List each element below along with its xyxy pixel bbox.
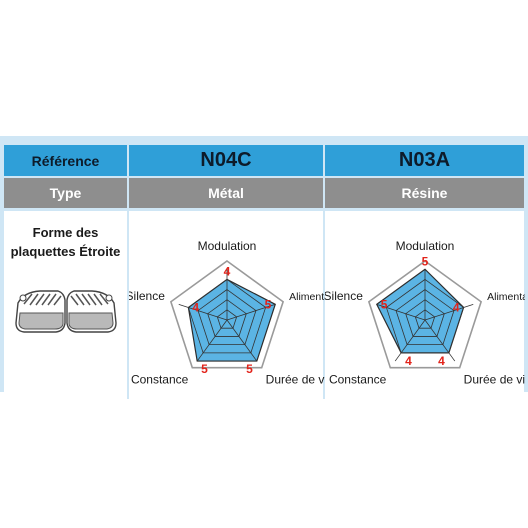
shape-title: Forme des plaquettes Étroite xyxy=(4,223,127,261)
radar-spoke xyxy=(424,319,456,362)
radar-cell-1: 4 5 5 5 4 ModulationAlimentationDurée de vie C… xyxy=(126,208,348,399)
right-brake-pad xyxy=(65,290,117,333)
radar-value-label: 4 xyxy=(192,300,199,314)
radar-value-label: 5 xyxy=(422,254,429,268)
reference-label: Référence xyxy=(4,145,128,177)
radar-grid-ring xyxy=(207,299,247,337)
product-name-2: N03A xyxy=(323,145,524,177)
radar-axis-label: Modulation xyxy=(396,239,455,253)
brake-pads-illustration xyxy=(14,290,117,333)
radar-spoke xyxy=(376,303,426,321)
radar-grid-ring xyxy=(414,309,436,329)
radar-grid-ring xyxy=(197,289,257,346)
radar-cell-2: 54445ModulationAlimentationDurée de vieC… xyxy=(323,208,528,399)
comparison-table: Référence N04C N03A Type Métal Résine Fo… xyxy=(4,145,528,399)
product-name-1: N04C xyxy=(127,145,324,177)
type-row: Type Métal Résine xyxy=(4,176,524,210)
radar-value-label: 5 xyxy=(265,297,272,311)
radar-axis-label: Constance xyxy=(131,373,189,387)
radar-grid-ring xyxy=(405,299,445,337)
shape-cell: Forme des plaquettes Étroite xyxy=(4,208,128,399)
radar-axis-label: Alimentation xyxy=(289,291,325,303)
radar-grid-ring xyxy=(187,278,267,354)
radar-grid-ring xyxy=(216,309,238,329)
radar-spoke xyxy=(196,319,228,362)
radar-grid-ring xyxy=(395,289,455,346)
radar-value-label: 4 xyxy=(224,264,231,278)
type-label: Type xyxy=(4,176,128,210)
radar-axis-label: Constance xyxy=(329,373,387,387)
product-type-1: Métal xyxy=(127,176,324,210)
radar-chart-n03a: 54445ModulationAlimentationDurée de vieC… xyxy=(324,239,528,387)
radar-value-label: 4 xyxy=(438,354,445,368)
radar-axis-label: Silence xyxy=(129,289,165,303)
radar-axis-label: Alimentation xyxy=(487,291,525,303)
radar-spoke xyxy=(178,303,228,321)
radar-value-label: 4 xyxy=(453,300,460,314)
radar-axis-label: Modulation xyxy=(198,239,257,253)
radar-value-label: 5 xyxy=(201,362,208,376)
product-type-2: Résine xyxy=(323,176,524,210)
radar-spoke xyxy=(226,319,258,362)
reference-row: Référence N04C N03A xyxy=(4,145,524,177)
radar-value-label: 5 xyxy=(381,297,388,311)
radar-spoke xyxy=(424,303,474,321)
radar-spoke xyxy=(394,319,426,362)
left-brake-pad xyxy=(14,290,66,333)
radar-axis-label: Silence xyxy=(325,289,363,303)
shape-title-line2: plaquettes Étroite xyxy=(10,244,121,259)
radar-value-label: 5 xyxy=(246,362,253,376)
radar-axis-label: Durée de vie xyxy=(464,373,525,387)
radar-spoke xyxy=(226,303,276,321)
radar-axis-label: Durée de vie xyxy=(266,373,325,387)
shape-title-line1: Forme des xyxy=(32,225,99,240)
radar-grid-ring xyxy=(385,278,465,354)
chart-row: Forme des plaquettes Étroite 4 5 xyxy=(4,208,528,399)
radar-value-label: 4 xyxy=(405,354,412,368)
radar-chart-n04c: 4 5 5 5 4 ModulationAlimentationDurée de vie C… xyxy=(126,239,348,387)
